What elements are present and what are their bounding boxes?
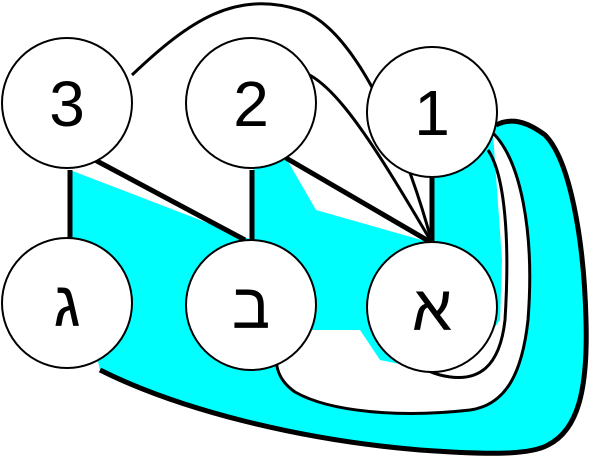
node-1-label: 1: [414, 77, 450, 149]
edge-2-alef: [284, 155, 434, 246]
inner-white-face: [276, 133, 530, 414]
node-3: 3: [1, 37, 133, 169]
node-alef: א: [366, 241, 498, 373]
node-1: 1: [366, 46, 498, 178]
node-3-label: 3: [49, 68, 85, 140]
node-gimel: ג: [1, 237, 133, 369]
node-2: 2: [185, 37, 317, 169]
node-bet-label: ב: [232, 270, 270, 342]
edge-1-gimel-outer: [98, 118, 589, 456]
node-gimel-label: ג: [53, 268, 80, 340]
node-alef-label: א: [412, 272, 452, 344]
node-2-label: 2: [233, 68, 269, 140]
edge-3-bet: [93, 157, 247, 243]
node-bet: ב: [185, 239, 317, 371]
edge-1-bet-curve: [275, 131, 532, 415]
